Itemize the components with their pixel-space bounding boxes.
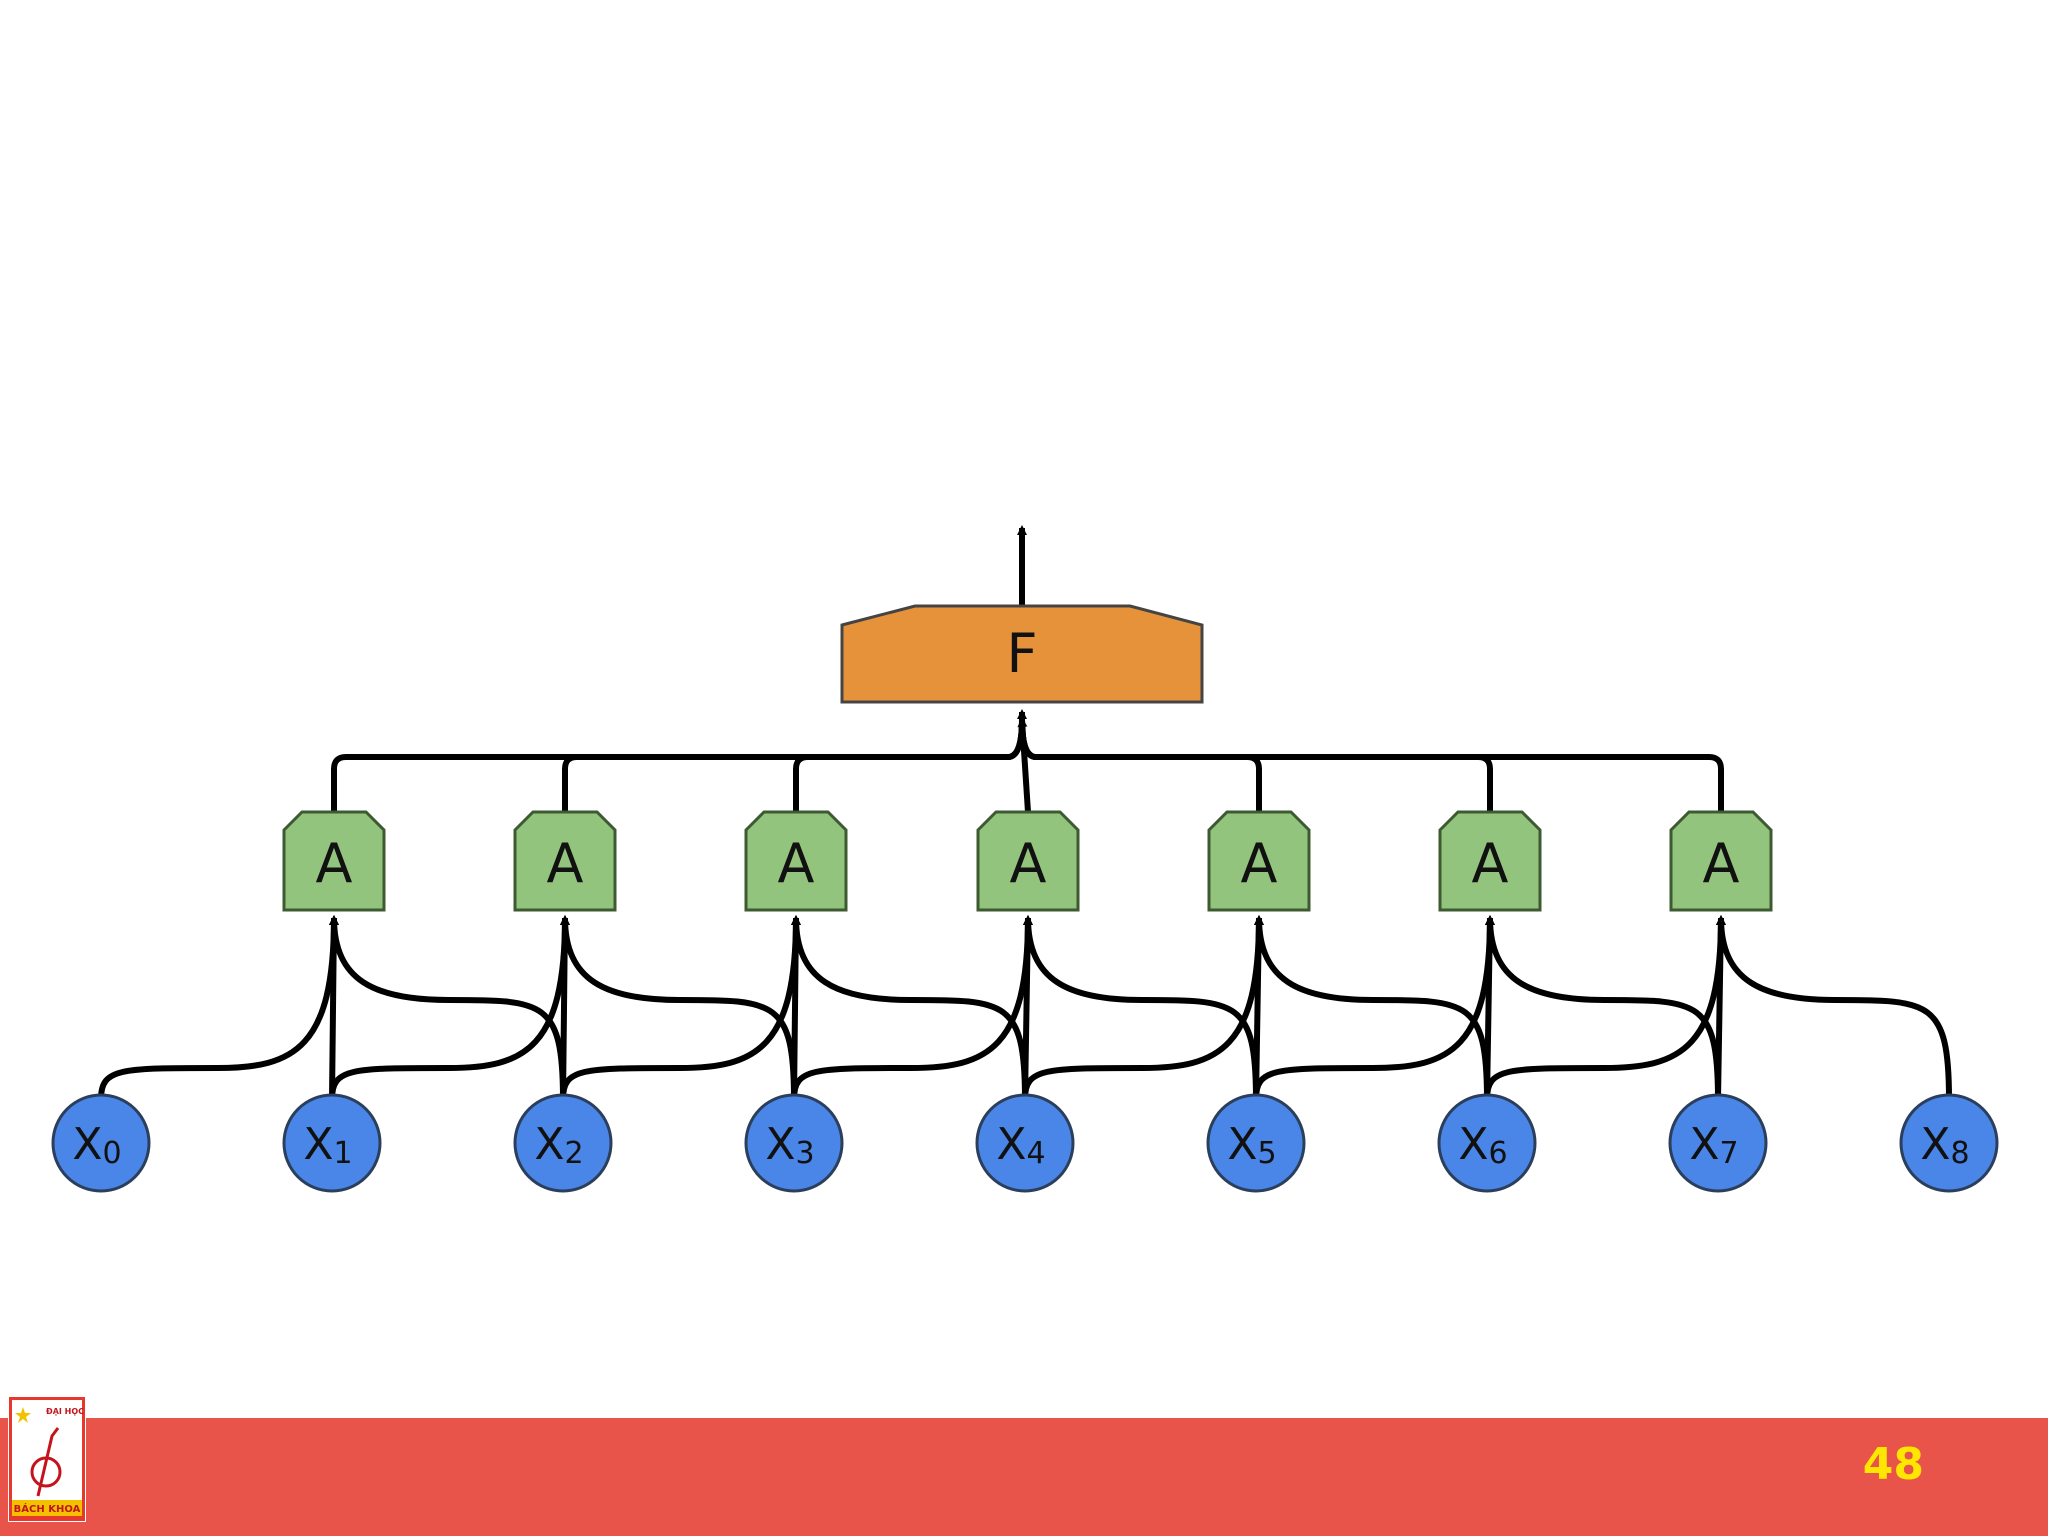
x-to-a-edge	[329, 915, 566, 1100]
x-to-a-edge	[1485, 915, 1721, 1100]
a-to-f-edge	[1019, 719, 1262, 812]
input-node-x2: X2	[513, 1093, 613, 1193]
input-node-x1: X1	[282, 1093, 382, 1193]
output-label: F	[1006, 622, 1037, 685]
input-node-label: X6	[1458, 1119, 1507, 1171]
x-to-a-edge	[1023, 915, 1259, 1100]
x-to-a-edge	[1254, 915, 1490, 1100]
input-node-label: X8	[1920, 1119, 1969, 1171]
footer-bar	[0, 1418, 2048, 1536]
hidden-node-a: A	[744, 810, 848, 912]
university-logo: ĐẠI HỌC BÁCH KHOA	[8, 1396, 86, 1522]
hidden-node-a: A	[1207, 810, 1311, 912]
input-node-label: X4	[996, 1119, 1045, 1171]
x-to-a-edge	[1715, 915, 1726, 1100]
hidden-node-label: A	[547, 832, 584, 895]
input-node-label: X5	[1227, 1119, 1276, 1171]
page-number: 48	[1862, 1439, 1924, 1490]
x-to-a-edge	[791, 915, 1033, 1100]
x-to-a-edge	[560, 915, 801, 1100]
input-node-x0: X0	[51, 1093, 151, 1193]
convolution-diagram: F A A A A A A A X0 X1 X2 X3 X4 X5 X6 X7 X8	[51, 525, 1999, 1193]
x-to-a-edge	[98, 915, 339, 1100]
x-to-a-edge	[329, 915, 570, 1100]
x-to-a-edge	[328, 915, 339, 1100]
hidden-node-label: A	[1010, 832, 1047, 895]
x-to-a-edge	[1484, 915, 1726, 1100]
a-to-f-edge	[331, 719, 1025, 812]
x-to-a-edge	[1484, 915, 1495, 1100]
x-to-a-edge	[1716, 915, 1952, 1100]
logo-line2: BÁCH KHOA	[14, 1502, 81, 1515]
input-node-label: X2	[534, 1119, 583, 1171]
hidden-node-a: A	[513, 810, 617, 912]
output-node-f: F	[840, 604, 1204, 704]
input-node-x8: X8	[1899, 1093, 1999, 1193]
x-to-a-edge	[1022, 915, 1033, 1100]
x-to-a-edge	[1022, 915, 1264, 1100]
x-to-a-edge	[1253, 915, 1495, 1100]
hidden-node-label: A	[1703, 832, 1740, 895]
input-node-label: X0	[72, 1119, 121, 1171]
x-to-a-edge	[559, 915, 570, 1100]
a-to-f-edge	[793, 719, 1025, 812]
hidden-node-a: A	[1438, 810, 1542, 912]
input-node-label: X3	[765, 1119, 814, 1171]
input-node-label: X1	[303, 1119, 352, 1171]
logo-line1: ĐẠI HỌC	[46, 1407, 84, 1416]
input-node-x7: X7	[1668, 1093, 1768, 1193]
x-to-a-edge	[560, 915, 797, 1100]
a-to-f-edge	[1019, 719, 1724, 812]
hidden-node-label: A	[1472, 832, 1509, 895]
input-node-x6: X6	[1437, 1093, 1537, 1193]
hidden-node-a: A	[282, 810, 386, 912]
input-node-x4: X4	[975, 1093, 1075, 1193]
hidden-node-label: A	[316, 832, 353, 895]
input-node-x3: X3	[744, 1093, 844, 1193]
hidden-node-a: A	[1669, 810, 1773, 912]
x-to-a-edge	[1253, 915, 1264, 1100]
hidden-node-label: A	[1241, 832, 1278, 895]
x-to-a-edge	[790, 915, 801, 1100]
star-icon	[15, 1407, 31, 1423]
edges	[98, 525, 1952, 1100]
x-to-a-edge	[791, 915, 1028, 1100]
input-node-label: X7	[1689, 1119, 1738, 1171]
hidden-node-label: A	[778, 832, 815, 895]
input-node-x5: X5	[1206, 1093, 1306, 1193]
hidden-node-a: A	[976, 810, 1080, 912]
